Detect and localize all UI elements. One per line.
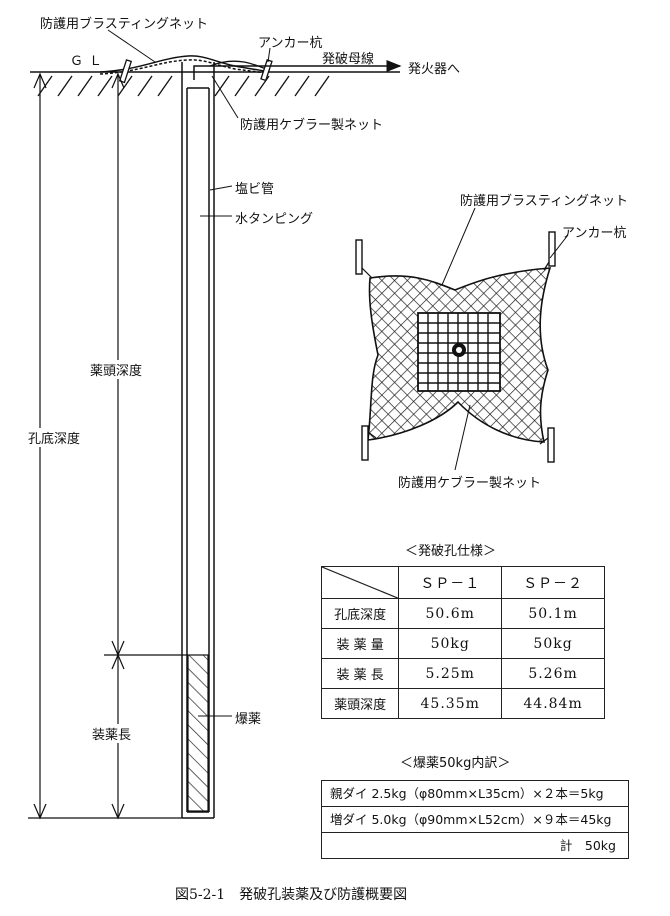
- spec-cell: 50.6m: [398, 598, 503, 629]
- spec-row-label: 装 薬 量: [320, 628, 400, 659]
- anchor-stake-right: [260, 59, 273, 82]
- spec-table-title: ＜発破孔仕様＞: [405, 544, 497, 559]
- explosive-charge: [187, 654, 209, 812]
- blast-cable: [193, 60, 402, 80]
- breakdown-row-total: 計 50kg: [559, 838, 616, 853]
- plan-view: [355, 207, 569, 471]
- label-explosive: 爆薬: [235, 712, 262, 727]
- spec-cell: 5.25m: [398, 658, 503, 689]
- label-pvc-pipe: 塩ビ管: [235, 182, 275, 197]
- label-water-tamping: 水タンピング: [235, 212, 314, 227]
- anchor-stake-plan-tr: [543, 231, 556, 271]
- kevlar-net-section: [209, 60, 271, 71]
- spec-cell: 44.84m: [501, 688, 605, 719]
- breakdown-box: 親ダイ 2.5kg（φ80mm×L35cm）×２本＝5kg 増ダイ 5.0kg（…: [321, 780, 629, 859]
- label-kevlar-net-section: 防護用ケブラー製ネット: [240, 118, 384, 133]
- ground-hatching: [37, 75, 330, 97]
- spec-cell: 5.26m: [501, 658, 605, 689]
- leader-lines-plan: [441, 207, 569, 471]
- spec-cell: 50kg: [398, 628, 503, 659]
- kevlar-net-plan: [417, 312, 501, 392]
- anchor-stake-left: [118, 59, 133, 84]
- label-anchor-stake-section: アンカー杭: [258, 36, 323, 51]
- label-ground-level: ＧＬ: [70, 54, 109, 69]
- breakdown-row-booster: 増ダイ 5.0kg（φ90mm×L52cm）×９本＝45kg: [322, 807, 628, 833]
- spec-row-label: 装 薬 長: [320, 658, 400, 689]
- borehole: [181, 62, 215, 819]
- label-charge-length: 装薬長: [92, 724, 132, 743]
- spec-row-label: 孔底深度: [320, 598, 400, 629]
- anchor-stake-plan-br: [539, 427, 555, 463]
- blasting-net-section: [99, 55, 269, 75]
- spec-cell: 45.35m: [398, 688, 503, 719]
- anchor-stake-plan-bl: [361, 425, 377, 461]
- spec-col-sp2: ＳＰ－２: [501, 566, 605, 599]
- spec-table-corner: [320, 566, 400, 599]
- label-to-blaster: 発火器へ: [408, 62, 461, 77]
- label-anchor-stake-plan: アンカー杭: [562, 226, 627, 241]
- spec-table: ＳＰ－１ ＳＰ－２ 孔底深度 50.6m 50.1m 装 薬 量 50kg 50…: [320, 566, 605, 719]
- label-blast-cable: 発破母線: [322, 52, 375, 67]
- label-charge-head-depth: 薬頭深度: [90, 360, 143, 379]
- spec-cell: 50.1m: [501, 598, 605, 629]
- spec-cell: 50kg: [501, 628, 605, 659]
- figure-caption: 図5-2-1 発破孔装薬及び防護概要図: [175, 887, 408, 903]
- spec-row-label: 薬頭深度: [320, 688, 400, 719]
- breakdown-title: ＜爆薬50kg内訳＞: [400, 756, 511, 771]
- anchor-stake-plan-tl: [355, 239, 373, 279]
- label-kevlar-net-plan: 防護用ケブラー製ネット: [398, 476, 542, 491]
- label-blasting-net-section: 防護用ブラスティングネット: [40, 17, 208, 32]
- label-hole-depth: 孔底深度: [28, 428, 81, 447]
- label-blasting-net-plan: 防護用ブラスティングネット: [460, 194, 628, 209]
- spec-col-sp1: ＳＰ－１: [398, 566, 503, 599]
- breakdown-row-primer: 親ダイ 2.5kg（φ80mm×L35cm）×２本＝5kg: [322, 781, 628, 807]
